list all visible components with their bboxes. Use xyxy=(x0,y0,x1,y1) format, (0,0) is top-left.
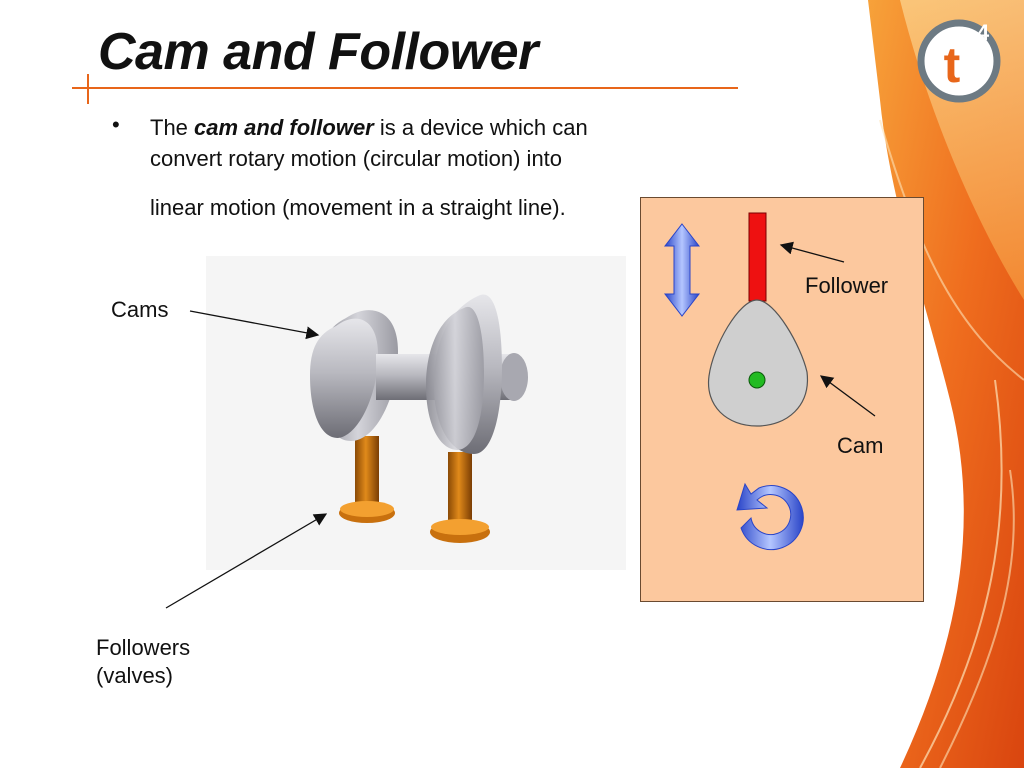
rotate-arrow-icon xyxy=(736,482,804,550)
bullet-line1-rest: is a device which can xyxy=(373,115,588,140)
camshaft-image xyxy=(206,256,626,570)
bullet-marker: • xyxy=(112,112,120,137)
bullet-line2: convert rotary motion (circular motion) … xyxy=(150,146,563,171)
cam-shape xyxy=(707,299,808,427)
cam-pivot xyxy=(748,371,766,389)
label-cam: Cam xyxy=(837,433,884,458)
diagram-drawing xyxy=(663,212,876,550)
cam-follower-diagram: Follower Cam xyxy=(640,197,924,602)
follower-rod xyxy=(748,212,767,302)
label-follower: Follower xyxy=(805,273,889,298)
logo-letter: t xyxy=(944,37,961,93)
bullet-line3: linear motion (movement in a straight li… xyxy=(150,195,566,220)
label-followers-line1: Followers xyxy=(96,635,191,660)
slide-title: Cam and Follower xyxy=(98,23,538,81)
label-followers: Followers (valves) xyxy=(96,634,190,690)
up-down-arrow-icon xyxy=(663,223,701,317)
bullet-emphasis: cam and follower xyxy=(194,115,374,140)
label-cams: Cams xyxy=(111,297,169,322)
t4-logo: t 4 xyxy=(917,19,1001,103)
bullet-text: The cam and follower is a device which c… xyxy=(150,112,710,223)
logo-superscript: 4 xyxy=(977,20,990,45)
bullet-prefix: The xyxy=(150,115,195,140)
label-followers-line2: (valves) xyxy=(96,663,174,688)
camshaft-drawing xyxy=(310,294,528,543)
